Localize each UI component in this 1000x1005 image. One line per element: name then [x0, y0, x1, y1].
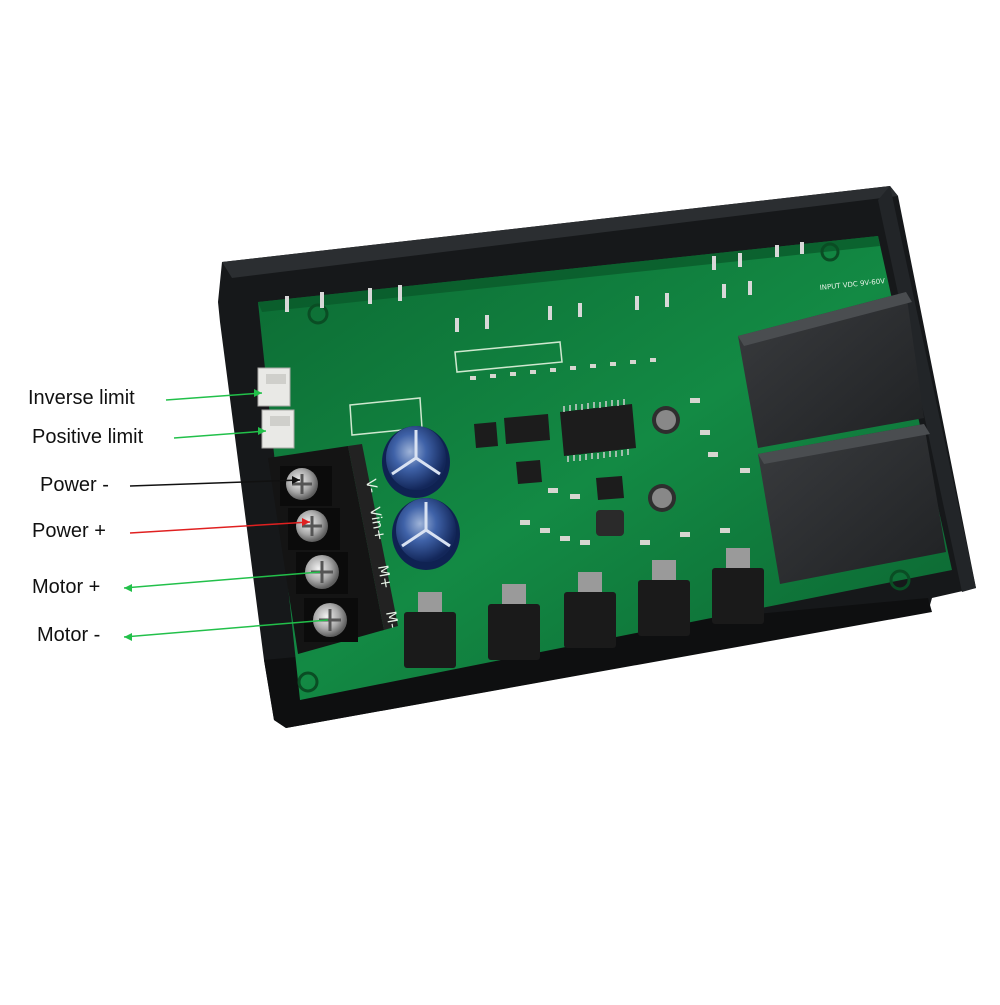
terminal-screw: [304, 598, 358, 642]
inverse-limit-arrow: [165, 392, 263, 401]
limit-switch-connectors: [257, 367, 295, 449]
electrolytic-capacitor: [392, 498, 460, 570]
callout-positive-limit: Positive limit: [32, 426, 144, 448]
positive-limit-arrow: [173, 430, 267, 439]
mounting-hole: [307, 303, 329, 325]
motor-plus-arrow: [123, 571, 321, 589]
arrowhead: [302, 518, 310, 526]
arrowhead: [124, 633, 132, 641]
mounting-hole: [820, 242, 840, 262]
terminal-label-vin-plus: Vin+: [366, 506, 388, 542]
driver-chip: [474, 414, 624, 500]
microcontroller-chip: [560, 399, 636, 462]
mosfet: [404, 592, 456, 668]
mosfet: [488, 584, 540, 660]
power-plus-arrow: [129, 521, 311, 534]
callout-motor-minus: Motor -: [37, 624, 101, 646]
callout-motor-plus: Motor +: [32, 576, 101, 598]
callout-power-plus: Power +: [32, 520, 106, 542]
smd-components: [470, 358, 750, 545]
terminal-label-m-minus: M-: [382, 610, 401, 630]
relay: [758, 424, 946, 584]
inductor: [596, 510, 624, 536]
callout-inverse-limit: Inverse limit: [28, 387, 135, 409]
power-minus-arrow: [129, 479, 301, 487]
relay: [738, 292, 924, 448]
small-electrolytic-capacitor: [648, 406, 680, 512]
mosfet: [638, 560, 690, 636]
arrowhead: [254, 389, 262, 397]
terminal-label-m-plus: M+: [374, 564, 394, 590]
terminal-screw: [288, 508, 340, 550]
motor-minus-arrow: [123, 619, 329, 638]
screw-terminal-block: V- Vin+ M+ M-: [268, 444, 401, 654]
mosfet: [712, 548, 764, 624]
callout-arrows: [123, 389, 329, 641]
mounting-hole: [889, 569, 911, 591]
terminal-screw: [280, 466, 332, 506]
mounting-hole: [297, 671, 319, 693]
electrolytic-capacitor: [382, 426, 450, 498]
arrowhead: [258, 427, 266, 435]
arrowhead: [124, 584, 132, 592]
header-pins: [285, 242, 804, 332]
callout-power-minus: Power -: [40, 474, 109, 496]
mosfet: [564, 572, 616, 648]
terminal-label-v-minus: V-: [362, 478, 380, 494]
arrowhead: [292, 476, 300, 484]
